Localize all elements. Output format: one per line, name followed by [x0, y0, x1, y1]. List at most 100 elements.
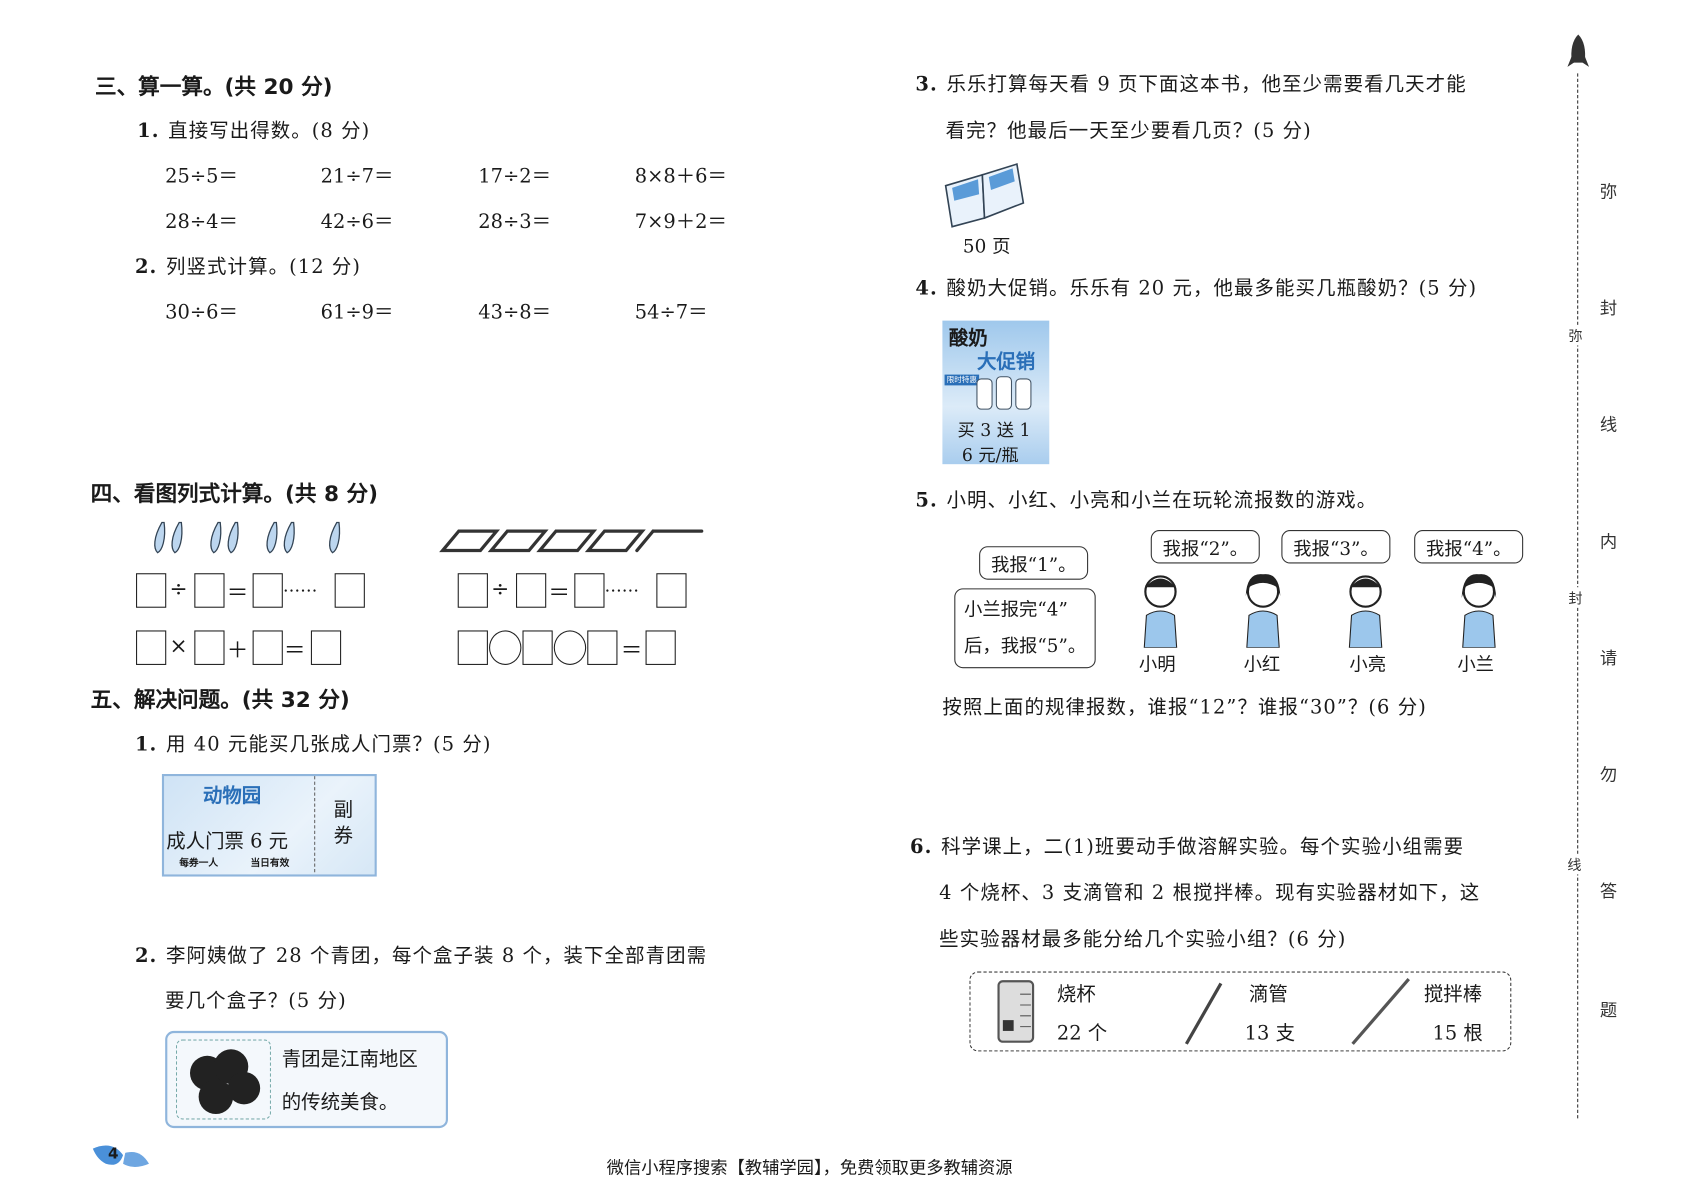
equation: 42÷6＝	[320, 210, 394, 234]
equation: 25÷5＝	[165, 165, 238, 188]
child-name: 小红	[1243, 654, 1281, 676]
poster-price: 6 元/瓶	[961, 444, 1019, 466]
answer-box[interactable]	[252, 630, 283, 665]
equals-sign: ＝	[548, 579, 570, 606]
question-number: 2.	[134, 255, 158, 279]
yogurt-poster: 酸奶 大促销 限时特惠 买 3 送 1 6 元/瓶	[942, 320, 1050, 466]
question-3-2: 2.列竖式计算。(12 分)	[135, 252, 361, 280]
equipment-name: 滴管	[1248, 983, 1288, 1007]
equipment-qty: 15 根	[1432, 1022, 1483, 1045]
book-pages-label: 50 页	[962, 236, 1011, 259]
bananas-illustration	[154, 521, 341, 554]
question-text: 酸奶大促销。乐乐有 20 元，他最多能买几瓶酸奶？(5 分)	[946, 277, 1478, 301]
problem-5: 5. 小明、小红、小亮和小兰在玩轮流报数的游戏。	[915, 485, 1377, 513]
answer-box[interactable]	[645, 630, 676, 665]
poster-title: 酸奶	[948, 327, 988, 350]
answer-box[interactable]	[334, 573, 365, 608]
stirring-rod-icon	[1351, 978, 1410, 1045]
equipment-qty: 22 个	[1056, 1022, 1108, 1045]
section-4-title: 四、看图列式计算。(共 8 分)	[90, 480, 378, 507]
question-3-1: 1. 直接写出得数。(8 分)	[137, 116, 370, 144]
remainder-dots: ……	[604, 575, 640, 596]
seal-line-label: 封	[1568, 587, 1583, 608]
operator-circle[interactable]	[553, 630, 587, 665]
speech-bubble: 我报“2”。	[1150, 530, 1260, 564]
equation: 7×9＋2＝	[634, 210, 727, 234]
question-number: 6.	[910, 835, 933, 859]
beaker-icon	[997, 980, 1035, 1043]
answer-box[interactable]	[194, 630, 225, 665]
answer-box[interactable]	[516, 573, 547, 608]
answer-box[interactable]	[457, 573, 488, 608]
card-text: 的传统美食。	[281, 1091, 399, 1115]
question-number: 1.	[137, 119, 160, 143]
margin-note-char: 勿	[1599, 764, 1618, 785]
child-name: 小亮	[1349, 654, 1387, 676]
speech-bubble: 我报“1”。	[979, 546, 1089, 580]
problem-2: 2.李阿姨做了 28 个青团，每个盒子装 8 个，装下全部青团需	[135, 940, 707, 968]
multiply-sign: ×	[169, 632, 188, 659]
rocket-icon	[1567, 34, 1590, 67]
qingtuan-icon	[189, 1049, 261, 1115]
answer-box[interactable]	[136, 630, 167, 665]
equation: 28÷3＝	[478, 210, 552, 234]
zoo-ticket: 动物园 成人门票 6 元 每券一人 当日有效 副券	[161, 774, 377, 877]
margin-note-char: 内	[1599, 531, 1618, 552]
banana-icon	[329, 521, 341, 554]
question-text: 按照上面的规律报数，谁报“12”？谁报“30”？(6 分)	[942, 696, 1427, 719]
child-xiaoliang-icon	[1348, 575, 1383, 648]
ticket-title: 动物园	[202, 784, 262, 808]
equipment-qty: 13 支	[1244, 1022, 1296, 1045]
operator-circle[interactable]	[489, 630, 522, 665]
yogurt-bottles-icon	[976, 376, 1032, 410]
answer-box[interactable]	[522, 630, 553, 665]
child-xiaoming-icon	[1143, 575, 1178, 648]
equation: 21÷7＝	[320, 165, 394, 188]
equation: 43÷8＝	[478, 301, 552, 324]
banana-icon	[266, 521, 278, 554]
section-3-title: 三、算一算。(共 20 分)	[94, 73, 333, 100]
ticket-price: 成人门票 6 元	[166, 830, 289, 853]
question-text: 些实验器材最多能分给几个实验小组？(6 分)	[939, 928, 1347, 952]
divide-sign: ÷	[169, 575, 188, 602]
answer-box[interactable]	[136, 573, 167, 608]
qingtuan-photo-frame	[175, 1039, 271, 1120]
banana-icon	[171, 521, 183, 554]
problem-3: 3.乐乐打算每天看 9 页下面这本书，他至少需要看几天才能	[915, 69, 1466, 97]
perforation-line	[314, 776, 316, 873]
question-text: 直接写出得数。(8 分)	[168, 119, 371, 143]
answer-box[interactable]	[310, 630, 342, 665]
equation: 28÷4＝	[165, 210, 238, 234]
equation: 8×8＋6＝	[634, 165, 727, 188]
matchsticks-illustration	[439, 529, 704, 553]
banana-icon	[283, 521, 295, 554]
margin-note-char: 题	[1599, 999, 1618, 1021]
question-number: 2.	[134, 944, 158, 968]
dropper-icon	[1184, 982, 1223, 1045]
answer-box[interactable]	[252, 573, 283, 608]
answer-box[interactable]	[194, 573, 225, 608]
section-5-title: 五、解决问题。(共 32 分)	[90, 686, 350, 713]
qingtuan-card: 青团是江南地区 的传统美食。	[165, 1030, 448, 1129]
answer-box[interactable]	[656, 573, 687, 608]
margin-note-char: 封	[1599, 297, 1618, 319]
equipment-box: 烧杯 22 个 滴管 13 支 搅拌棒 15 根	[969, 971, 1512, 1052]
card-text: 青团是江南地区	[281, 1048, 418, 1071]
equals-sign: ＝	[620, 636, 643, 663]
page-badge-swoosh-icon	[92, 1145, 149, 1167]
problem-4: 4. 酸奶大促销。乐乐有 20 元，他最多能买几瓶酸奶？(5 分)	[915, 273, 1477, 301]
question-text: 小明、小红、小亮和小兰在玩轮流报数的游戏。	[946, 489, 1378, 512]
answer-box[interactable]	[457, 630, 488, 665]
margin-note-char: 线	[1599, 414, 1618, 436]
speech-bubble-long: 小兰报完“4” 后，我报“5”。	[954, 588, 1096, 669]
margin-note-char: 请	[1599, 647, 1618, 669]
equals-sign: ＝	[226, 579, 249, 606]
question-number: 5.	[915, 489, 938, 512]
question-number: 4.	[915, 277, 938, 301]
answer-box[interactable]	[574, 573, 605, 608]
answer-box[interactable]	[587, 630, 618, 665]
equipment-name: 烧杯	[1056, 983, 1096, 1007]
equation: 30÷6＝	[165, 301, 238, 324]
speech-bubble: 我报“4”。	[1414, 530, 1524, 564]
